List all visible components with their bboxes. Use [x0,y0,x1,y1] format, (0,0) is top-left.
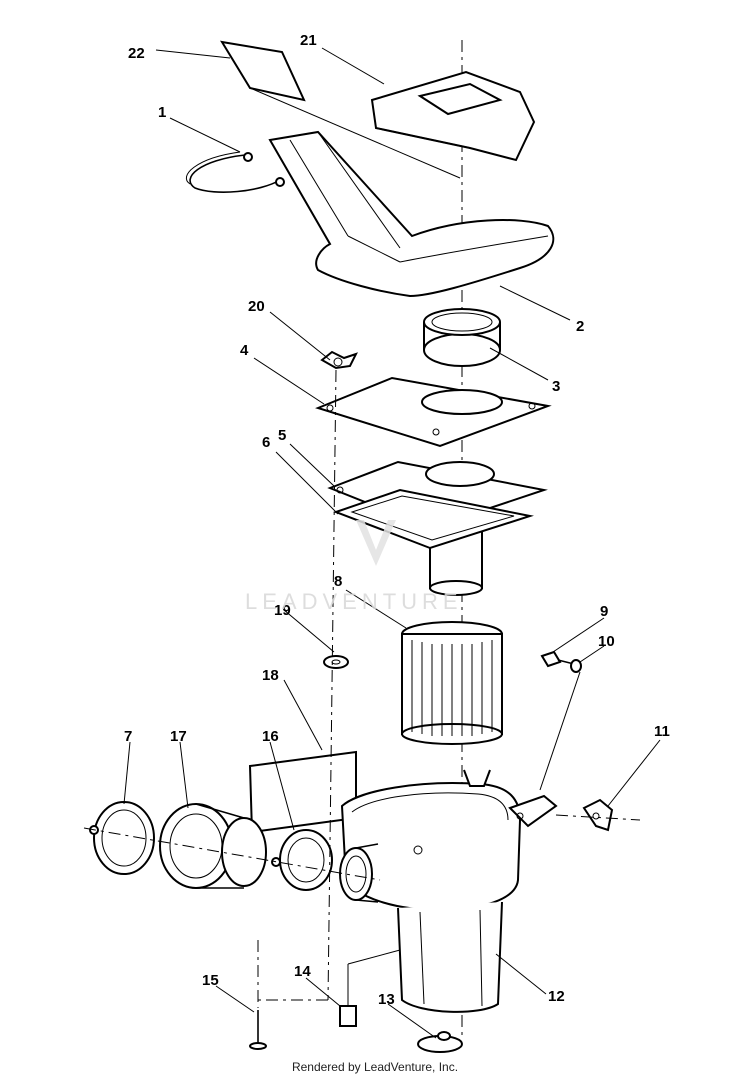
part-11-clip [555,798,641,832]
part-22-decal [220,40,461,179]
callout-9: 9 [600,603,608,620]
callout-16: 16 [262,728,279,745]
callout-17: 17 [170,728,187,745]
callout-14: 14 [294,963,311,980]
callout-13: 13 [378,991,395,1008]
footer-credit: Rendered by LeadVenture, Inc. [291,1060,459,1074]
part-10-washer [539,659,582,791]
callout-7: 7 [124,728,132,745]
part-1-clamp [185,151,285,193]
part-2-cover [268,130,555,298]
callout-1: 1 [158,104,166,121]
mount-axis-line [327,369,337,1001]
callout-3: 3 [552,378,560,395]
part-13-cap [417,1031,463,1053]
part-8-filter-element [401,621,503,745]
watermark-text: LEADVENTURE [245,589,463,614]
part-17-hose [159,803,267,889]
callout-10: 10 [598,633,615,650]
part-14-drain-valve [339,949,401,1027]
part-18-label [248,750,357,834]
watermark: LEADVENTURE [245,520,463,614]
part-12-body [340,769,558,1013]
callout-4: 4 [240,342,249,359]
callout-12: 12 [548,988,565,1005]
part-20-wing-nut [320,350,358,370]
part-19-washer [323,655,349,669]
callout-15: 15 [202,972,219,989]
part-15-screw [249,1010,267,1050]
part-7-hose-clamp [89,801,155,875]
leader-lines [123,47,661,1039]
callout-20: 20 [248,298,265,315]
callout-6: 6 [262,434,270,451]
part-16-hose-clamp [271,829,333,891]
callout-18: 18 [262,667,279,684]
callout-5: 5 [278,427,286,444]
part-6-gasket [333,488,534,550]
hose-axis-line [83,827,381,881]
part-3-seal-ring [423,308,501,367]
callout-21: 21 [300,32,317,49]
part-21-foam-block [370,70,536,162]
inlet-tube [339,843,379,903]
callout-2: 2 [576,318,584,335]
part-4-cover-plate [315,376,552,448]
callout-22: 22 [128,45,145,62]
callout-19: 19 [274,602,291,619]
part-9-bolt [540,650,575,668]
callout-11: 11 [654,723,670,740]
callout-8: 8 [334,573,342,590]
